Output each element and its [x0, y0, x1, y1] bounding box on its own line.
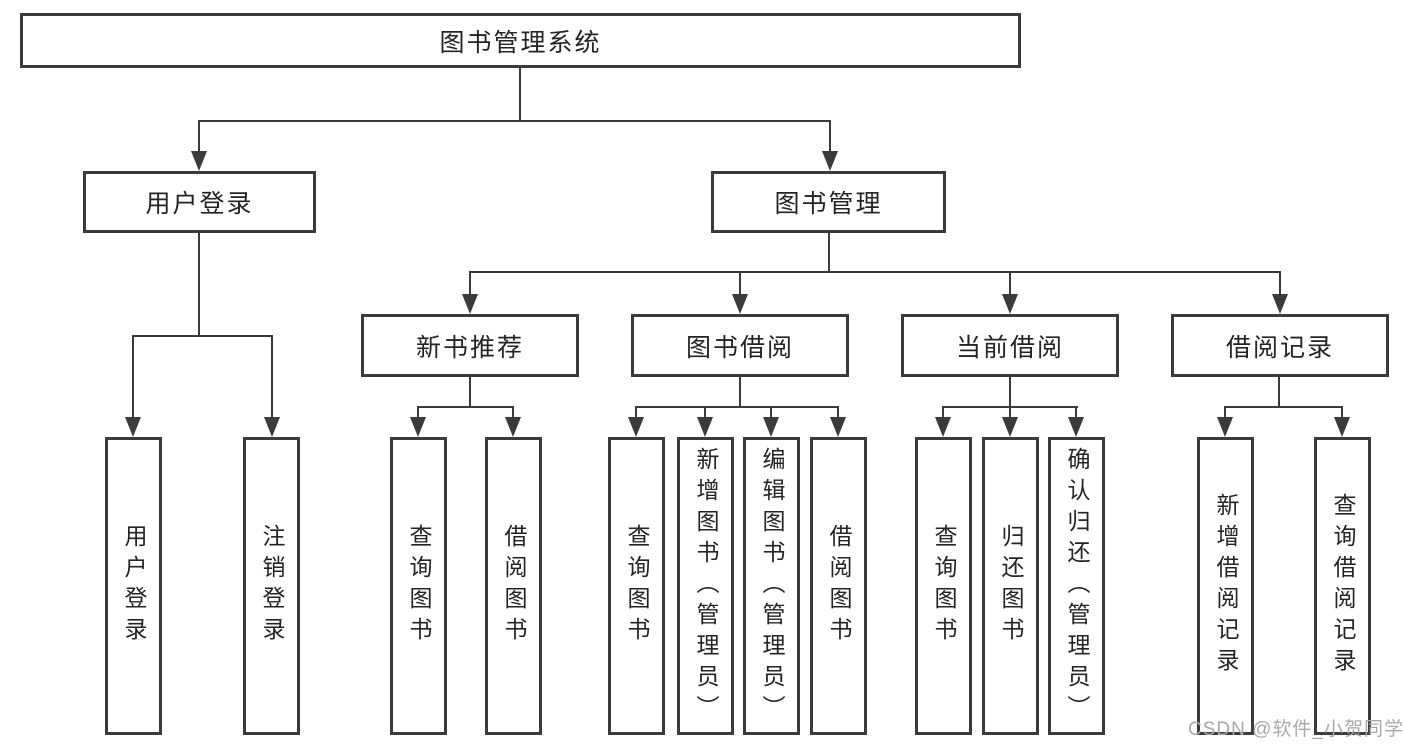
node-label: 归还图书	[998, 524, 1024, 648]
node-book-management: 图书管理	[711, 171, 946, 233]
arrowhead-icon	[1068, 417, 1084, 437]
node-current-borrowing: 当前借阅	[901, 314, 1119, 377]
node-label: 借阅图书	[826, 524, 852, 648]
arrowhead-icon	[628, 417, 644, 437]
node-label: 查询图书	[406, 524, 432, 648]
leaf-query-books-current: 查询图书	[915, 437, 972, 735]
node-new-book-recommendation: 新书推荐	[361, 314, 579, 377]
node-user-login: 用户登录	[83, 171, 316, 233]
arrowhead-icon	[822, 151, 838, 171]
connector-segment	[198, 120, 200, 154]
csdn-watermark: CSDN @软件_小贺同学	[1188, 719, 1404, 740]
arrowhead-icon	[264, 417, 280, 437]
leaf-borrow-books: 借阅图书	[810, 437, 867, 735]
node-label: 用户登录	[145, 190, 254, 218]
connector-segment	[1341, 406, 1343, 420]
connector-segment	[828, 231, 830, 273]
arrowhead-icon	[410, 417, 426, 437]
leaf-query-books-borrow: 查询图书	[608, 437, 665, 735]
node-label: 新增图书（管理员）	[693, 446, 719, 726]
connector-segment	[1279, 271, 1281, 297]
connector-segment	[1009, 406, 1011, 420]
node-label: 编辑图书（管理员）	[759, 446, 785, 726]
connector-segment	[1075, 406, 1077, 420]
leaf-edit-books-admin: 编辑图书（管理员）	[743, 437, 800, 735]
arrowhead-icon	[697, 417, 713, 437]
arrowhead-icon	[505, 417, 521, 437]
node-label: 确认归还（管理员）	[1064, 446, 1090, 726]
connector-segment	[132, 335, 273, 337]
leaf-add-books-admin: 新增图书（管理员）	[677, 437, 734, 735]
leaf-add-borrow-record: 新增借阅记录	[1197, 437, 1254, 735]
arrowhead-icon	[1002, 294, 1018, 314]
arrowhead-icon	[462, 294, 478, 314]
connector-segment	[1224, 406, 1226, 420]
node-label: 新书推荐	[415, 333, 524, 362]
leaf-query-books-recommend: 查询图书	[390, 437, 447, 735]
connector-segment	[1009, 271, 1011, 297]
arrowhead-icon	[732, 294, 748, 314]
connector-segment	[739, 376, 741, 408]
arrowhead-icon	[1272, 294, 1288, 314]
connector-segment	[837, 406, 839, 420]
connector-segment	[198, 120, 831, 122]
connector-segment	[770, 406, 772, 420]
connector-segment	[635, 406, 637, 420]
connector-segment	[417, 406, 514, 408]
node-label: 借阅图书	[501, 524, 527, 648]
leaf-confirm-return-admin: 确认归还（管理员）	[1048, 437, 1105, 735]
arrowhead-icon	[125, 417, 141, 437]
node-label: 用户登录	[121, 524, 147, 648]
arrowhead-icon	[1002, 417, 1018, 437]
arrowhead-icon	[1217, 417, 1233, 437]
connector-segment	[469, 271, 471, 297]
node-book-management-system: 图书管理系统	[20, 13, 1021, 68]
connector-segment	[1009, 376, 1011, 408]
node-label: 注销登录	[259, 524, 285, 648]
connector-segment	[519, 66, 521, 122]
arrowhead-icon	[191, 151, 207, 171]
leaf-borrow-books-recommend: 借阅图书	[485, 437, 542, 735]
node-label: 图书借阅	[685, 333, 794, 362]
connector-segment	[132, 335, 134, 419]
node-borrowing-records: 借阅记录	[1171, 314, 1389, 377]
connector-segment	[512, 406, 514, 420]
connector-segment	[635, 406, 839, 408]
arrowhead-icon	[935, 417, 951, 437]
arrowhead-icon	[1334, 417, 1350, 437]
arrowhead-icon	[830, 417, 846, 437]
node-label: 新增借阅记录	[1213, 493, 1239, 679]
connector-segment	[739, 271, 741, 297]
node-label: 借阅记录	[1225, 333, 1334, 362]
arrowhead-icon	[763, 417, 779, 437]
connector-segment	[1278, 376, 1280, 408]
leaf-return-books: 归还图书	[982, 437, 1039, 735]
leaf-query-borrow-record: 查询借阅记录	[1314, 437, 1371, 735]
node-label: 图书管理系统	[439, 28, 602, 57]
node-label: 图书管理	[774, 190, 883, 218]
connector-segment	[271, 335, 273, 419]
connector-segment	[829, 120, 831, 154]
leaf-logout: 注销登录	[243, 437, 300, 735]
connector-segment	[469, 271, 1281, 273]
leaf-user-login: 用户登录	[105, 437, 162, 735]
connector-segment	[417, 406, 419, 420]
node-label: 查询借阅记录	[1330, 493, 1356, 679]
connector-segment	[1224, 406, 1343, 408]
connector-segment	[704, 406, 706, 420]
node-label: 当前借阅	[955, 333, 1064, 362]
node-label: 查询图书	[624, 524, 650, 648]
node-book-borrowing: 图书借阅	[631, 314, 849, 377]
connector-segment	[469, 376, 471, 408]
node-label: 查询图书	[931, 524, 957, 648]
connector-segment	[198, 231, 200, 337]
connector-segment	[942, 406, 944, 420]
